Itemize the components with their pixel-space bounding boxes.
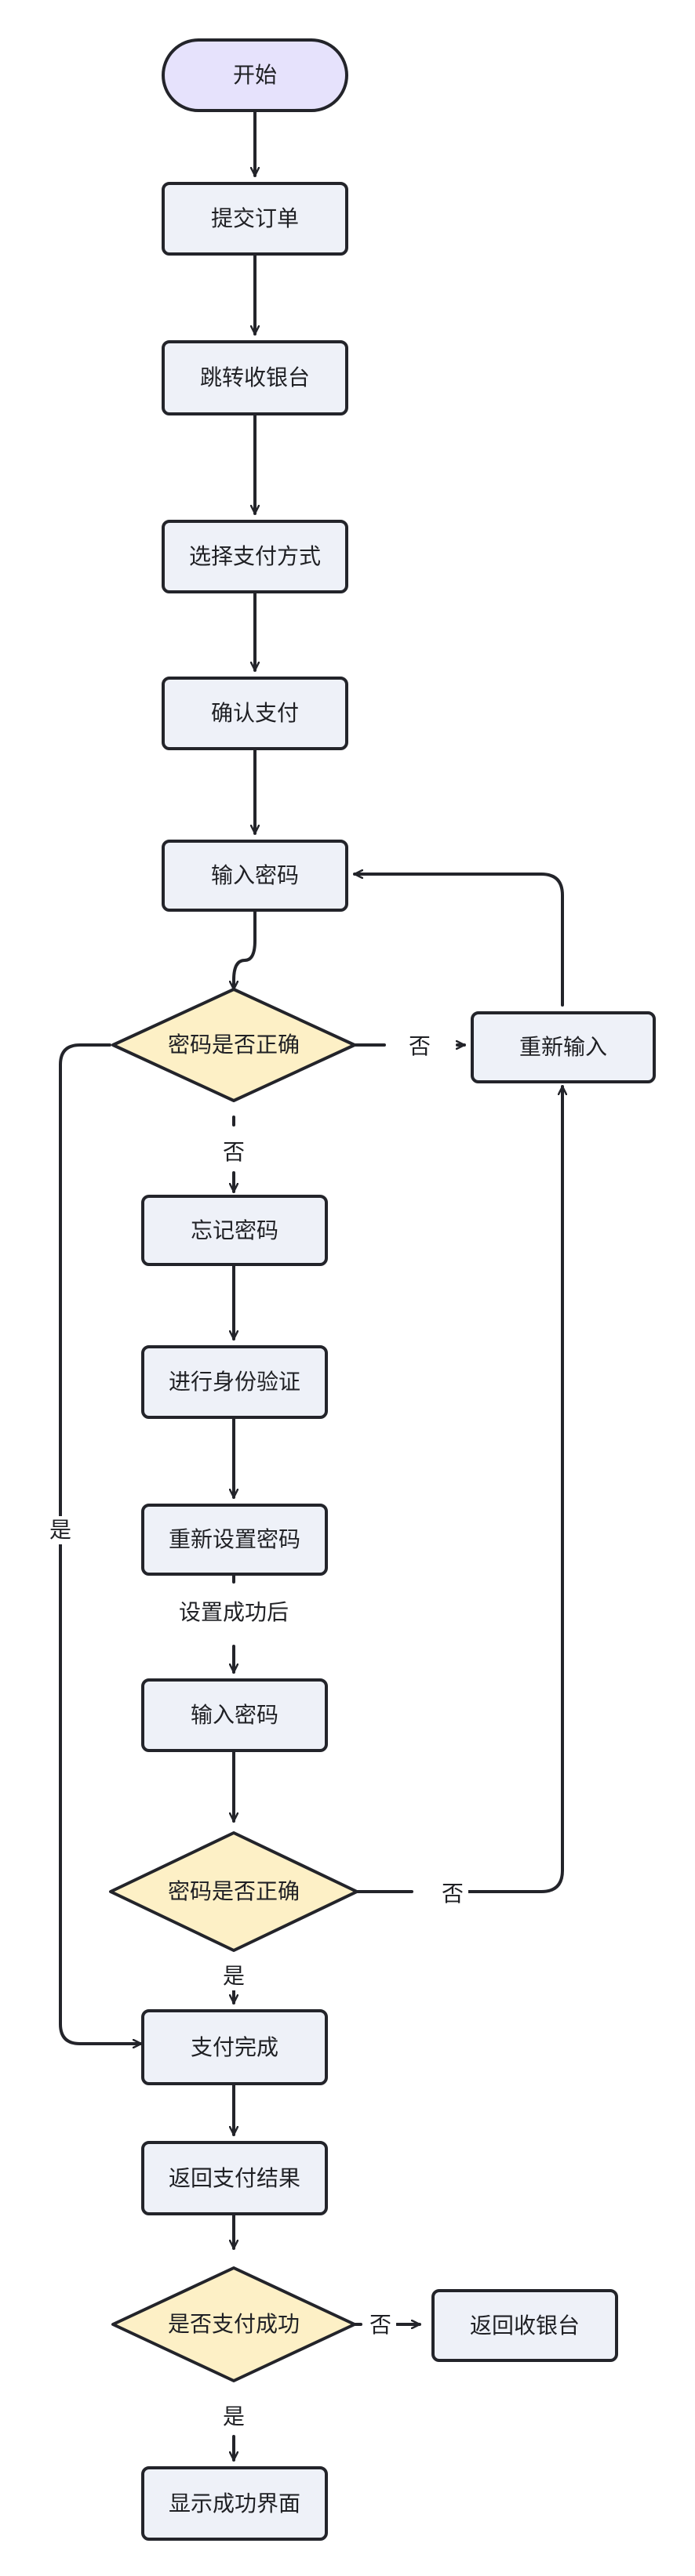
decision-diamond-payment-success [111,2266,356,2382]
edge-label-d3-no: 否 [364,2311,397,2339]
edge-label-d2-no: 否 [436,1880,469,1908]
goto-cashier-node: 跳转收银台 [162,340,348,415]
edge-reenter-enter1 [353,874,564,1007]
edge-label-after-reset: 设置成功后 [173,1598,294,1627]
decision-diamond-password-2 [109,1831,358,1952]
decision-diamond-password-1 [111,988,356,1102]
forgot-password-node: 忘记密码 [141,1195,328,1266]
reenter-node: 重新输入 [471,1011,656,1083]
verify-identity-node: 进行身份验证 [141,1345,328,1419]
return-result-node: 返回支付结果 [141,2141,328,2215]
password-correct-decision-1: 密码是否正确 [167,1032,300,1058]
enter-password-node-1: 输入密码 [162,840,348,912]
edge-decision1-payment-done [59,1043,143,2044]
confirm-payment-node: 确认支付 [162,677,348,750]
edge-decision2-reenter [465,1085,562,1893]
edge-enter1-decision1 [234,910,257,991]
payment-done-node: 支付完成 [141,2009,328,2085]
password-correct-decision-2: 密码是否正确 [167,1878,300,1904]
return-cashier-node: 返回收银台 [431,2289,618,2362]
edge-label-d3-yes: 是 [217,2403,250,2431]
show-success-node: 显示成功界面 [141,2466,328,2541]
enter-password-node-2: 输入密码 [141,1678,328,1752]
edge-label-d2-yes: 是 [217,1962,250,1990]
payment-success-decision: 是否支付成功 [167,2311,300,2337]
choose-payment-node: 选择支付方式 [162,520,348,593]
reset-password-node: 重新设置密码 [141,1504,328,1576]
start-node: 开始 [162,38,348,112]
edge-label-d1-no-down: 否 [217,1138,250,1166]
edge-label-d1-no-right: 否 [403,1032,436,1061]
submit-order-node: 提交订单 [162,182,348,256]
edge-label-d1-yes: 是 [44,1516,77,1544]
